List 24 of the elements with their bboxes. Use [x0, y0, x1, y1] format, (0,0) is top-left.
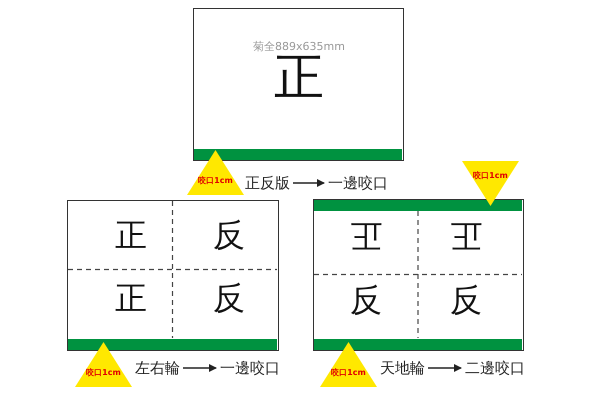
caption-text: 正反版 [245, 174, 290, 192]
side-character: 反 [213, 280, 245, 316]
side-character: 反 [450, 282, 482, 318]
gripper-triangle: 咬口1cm [75, 342, 132, 387]
arrow [183, 364, 217, 372]
upside-down-character: 正 [350, 218, 382, 254]
gripper-triangle: 咬口1cm [187, 150, 244, 195]
gripper-triangle: 咬口1cm [462, 161, 519, 206]
paper-sheet [313, 199, 524, 351]
upside-down-character: 正 [450, 218, 482, 254]
side-character: 正 [115, 217, 147, 253]
caption-text: 天地輪 [380, 359, 425, 377]
paper-sheet [67, 200, 279, 351]
caption-text: 二邊咬口 [465, 359, 525, 377]
caption-text: 一邊咬口 [220, 359, 280, 377]
side-character: 反 [350, 282, 382, 318]
caption-text: 一邊咬口 [328, 174, 388, 192]
arrow [293, 179, 325, 187]
side-character: 反 [213, 217, 245, 253]
paper-sheet [193, 8, 404, 161]
caption-text: 左右輪 [135, 359, 180, 377]
gripper-triangle: 咬口1cm [320, 342, 377, 387]
arrow [428, 364, 462, 372]
side-character: 正 [115, 280, 147, 316]
